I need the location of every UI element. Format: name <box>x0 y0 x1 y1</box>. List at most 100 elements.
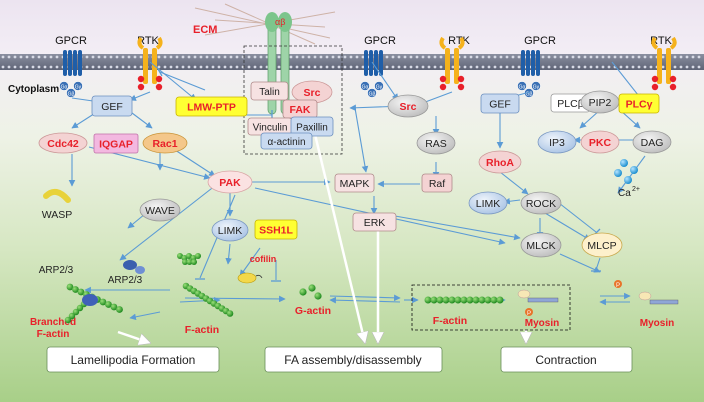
dag-label: DAG <box>641 137 664 149</box>
mapk-label: MAPK <box>340 178 370 190</box>
fa-white-arrows <box>117 125 526 343</box>
g-protein-label: Gα <box>519 85 526 91</box>
vinculin-label: Vinculin <box>253 122 288 133</box>
plc-gamma: PLCγ <box>618 93 660 114</box>
lmw-ptp: LMW-PTP <box>175 96 248 117</box>
rtk-receptor: RTK <box>650 35 677 91</box>
cofilin-label: cofilin <box>250 254 277 264</box>
limk-right-label: LIMK <box>476 198 501 210</box>
ras-label: RAS <box>425 138 447 150</box>
ca-charge: 2+ <box>632 186 640 193</box>
vinculin: Vinculin <box>247 117 293 136</box>
mlck-label: MLCK <box>526 240 555 252</box>
ca-label: Ca <box>618 188 631 199</box>
pkc: PKC <box>580 130 620 154</box>
ecm-label: ECM <box>193 24 217 36</box>
phospho-p-free <box>614 280 622 288</box>
g-protein-label: Gα <box>61 85 68 91</box>
raf: Raf <box>421 173 453 193</box>
cdc42: Cdc42 <box>38 132 88 154</box>
phospho-p-in-box <box>525 308 533 316</box>
alpha-actinin-label: α-actinin <box>267 137 305 148</box>
limk-left: LIMK <box>211 218 249 242</box>
mlck: MLCK <box>520 232 562 258</box>
pak: PAK <box>207 170 253 194</box>
wave: WAVE <box>139 198 181 222</box>
g-protein-label: Gγ <box>376 85 383 91</box>
limk-right: LIMK <box>468 191 508 215</box>
src-fa-label: Src <box>304 87 321 99</box>
lamellipodia-label: Lamellipodia Formation <box>71 353 196 367</box>
branched-factin-label: F-actin <box>37 329 70 340</box>
plc-gamma-label: PLCγ <box>626 98 653 110</box>
gpcr-label: GPCR <box>55 35 87 47</box>
arp23-free-shape <box>123 260 137 270</box>
rac1: Rac1 <box>142 132 188 154</box>
alpha-actinin: α-actinin <box>260 132 313 150</box>
ssh1l: SSH1L <box>254 219 298 240</box>
gef-left: GEF <box>91 95 133 117</box>
wasp-label: WASP <box>42 209 73 221</box>
outcome-boxes: Lamellipodia Formation FA assembly/disas… <box>46 346 633 373</box>
rtk-label: RTK <box>448 35 470 47</box>
ip3: IP3 <box>537 130 577 154</box>
iqgap: IQGAP <box>93 133 139 154</box>
talin: Talin <box>250 81 289 101</box>
contraction-box-dashed <box>411 284 571 331</box>
mlcp: MLCP <box>581 232 623 258</box>
erk-label: ERK <box>364 217 386 229</box>
fa-box <box>264 346 443 373</box>
g-protein-label: Gβ <box>369 92 376 98</box>
talin-label: Talin <box>259 87 280 98</box>
ras: RAS <box>416 131 456 155</box>
cytoplasm-label: Cytoplasm <box>8 84 59 95</box>
gpcr-label: GPCR <box>364 35 396 47</box>
wasp-shape <box>43 188 71 203</box>
plc-beta: PLCβ <box>550 93 591 113</box>
erk: ERK <box>352 212 397 232</box>
lmw-ptp-label: LMW-PTP <box>187 101 236 113</box>
ip3-label: IP3 <box>549 137 565 149</box>
lamellipodia-box <box>46 346 220 373</box>
myosin-box-label: Myosin <box>525 318 559 329</box>
factin-left-label: F-actin <box>185 324 219 336</box>
rhoa: RhoA <box>478 150 522 174</box>
mapk: MAPK <box>334 173 375 193</box>
integrin-greek: αβ <box>275 17 285 27</box>
rtk-receptor: RTK <box>439 35 471 91</box>
actin-graphics: PP <box>43 188 679 331</box>
rock: ROCK <box>520 191 562 215</box>
wave-label: WAVE <box>145 205 175 217</box>
pip2-label: PIP2 <box>589 97 612 109</box>
arp23-bound-label: ARP2/3 <box>39 265 74 276</box>
raf-label: Raf <box>429 178 445 190</box>
mlcp-label: MLCP <box>587 240 616 252</box>
myosin-right-label: Myosin <box>640 318 674 329</box>
factin-right-label: F-actin <box>433 315 467 327</box>
gef-right-label: GEF <box>489 98 511 110</box>
arp23-free-label: ARP2/3 <box>108 275 143 286</box>
pkc-label: PKC <box>589 137 612 149</box>
pak-label: PAK <box>219 177 241 189</box>
g-protein-label: Gγ <box>75 85 82 91</box>
gef-left-label: GEF <box>101 101 123 113</box>
dag: DAG <box>632 130 672 154</box>
contraction-box <box>500 346 633 373</box>
cdc42-label: Cdc42 <box>47 138 79 150</box>
rac1-label: Rac1 <box>152 138 177 150</box>
src-mid-label: Src <box>400 101 417 113</box>
p-free: P <box>616 283 620 289</box>
fa-label: FA assembly/disassembly <box>284 353 421 367</box>
fak: FAK <box>282 99 318 119</box>
g-protein-label: Gγ <box>533 85 540 91</box>
pip2: PIP2 <box>580 90 620 114</box>
g-protein-label: Gα <box>362 85 369 91</box>
